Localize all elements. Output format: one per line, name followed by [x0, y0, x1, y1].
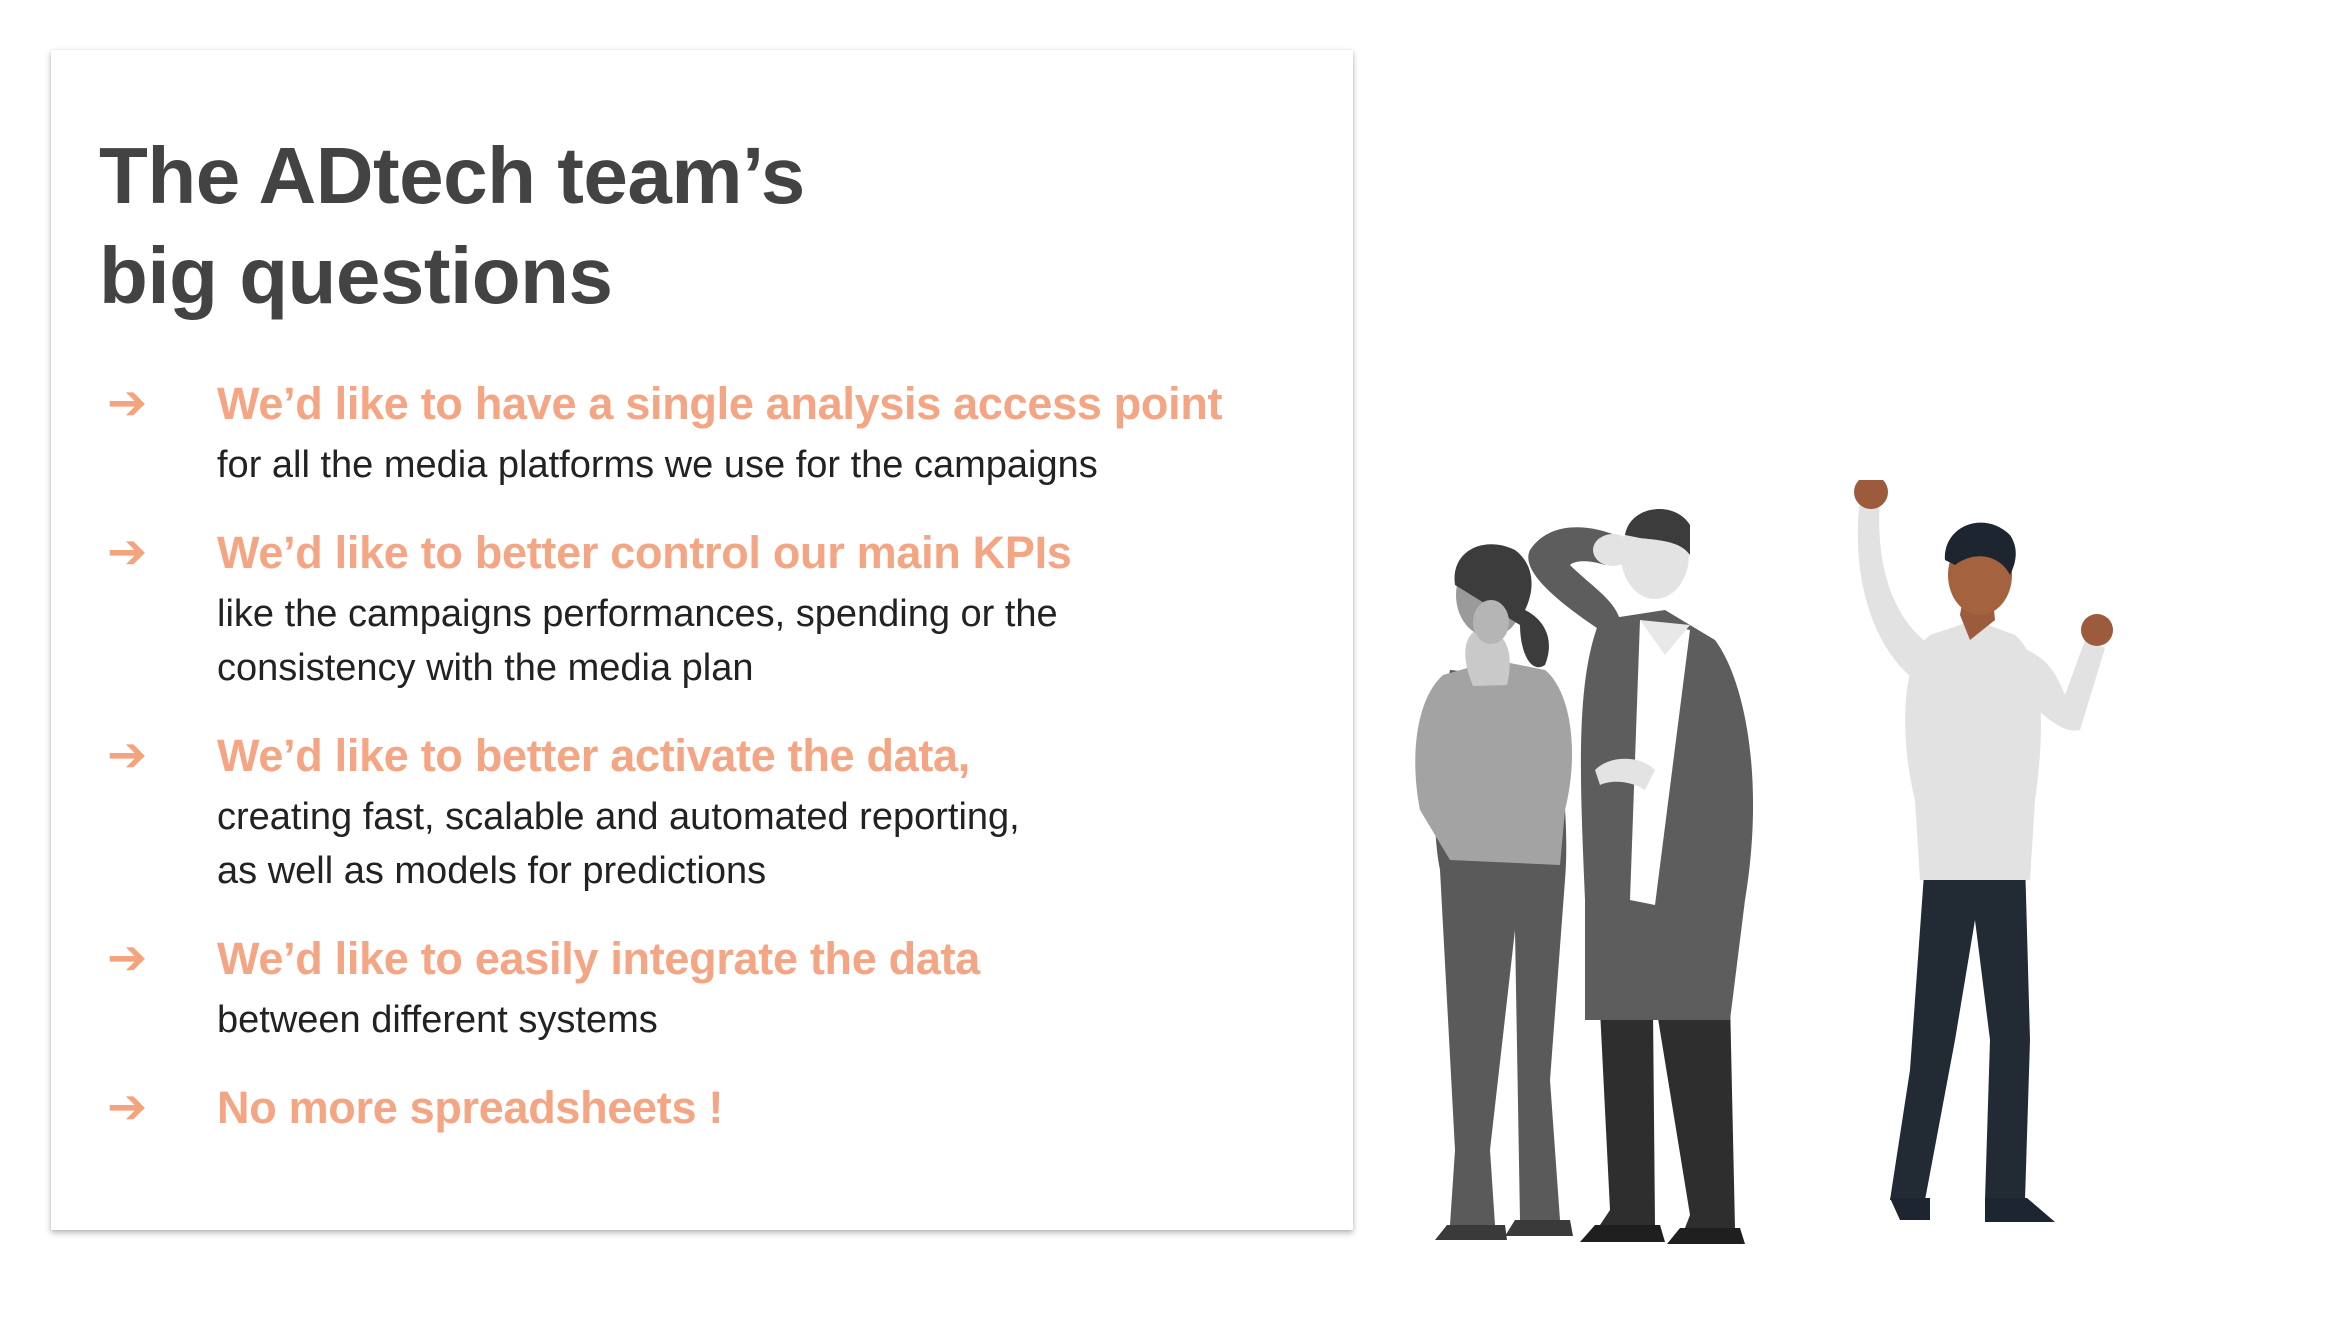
confused-man-figure: [1528, 508, 1754, 1244]
arrow-right-icon: ➔: [107, 526, 148, 579]
item-description-line: creating fast, scalable and automated re…: [217, 796, 1020, 838]
item-heading: We’d like to easily integrate the data: [217, 933, 981, 984]
item-description-line: consistency with the media plan: [217, 647, 754, 689]
item-description-line: like the campaigns performances, spendin…: [217, 593, 1058, 635]
item-heading: No more spreadsheets !: [217, 1082, 724, 1133]
slide-card: The ADtech team’s big questions ➔ We’d l…: [51, 50, 1353, 1230]
item-description-line: between different systems: [217, 999, 658, 1041]
arrow-right-icon: ➔: [107, 377, 148, 430]
item-heading: We’d like to better control our main KPI…: [217, 527, 1072, 578]
question-list: ➔ We’d like to have a single analysis ac…: [51, 50, 1353, 1230]
title-line-2: big questions: [99, 231, 613, 320]
item-description: like the campaigns performances, spendin…: [217, 587, 1058, 695]
item-description: for all the media platforms we use for t…: [217, 438, 1098, 492]
slide-title: The ADtech team’s big questions: [99, 126, 805, 326]
item-description-line: as well as models for predictions: [217, 850, 767, 892]
item-heading: We’d like to better activate the data,: [217, 730, 970, 781]
arrow-right-icon: ➔: [107, 1081, 148, 1134]
item-heading: We’d like to have a single analysis acce…: [217, 378, 1223, 429]
arrow-right-icon: ➔: [107, 932, 148, 985]
surprised-woman-figure: [1415, 544, 1573, 1240]
title-line-1: The ADtech team’s: [99, 131, 805, 220]
item-description: creating fast, scalable and automated re…: [217, 790, 1020, 898]
cheering-man-figure: [1854, 480, 2113, 1222]
people-illustration: [1415, 480, 2113, 1244]
item-description: between different systems: [217, 993, 658, 1047]
item-description-line: for all the media platforms we use for t…: [217, 444, 1098, 486]
arrow-right-icon: ➔: [107, 729, 148, 782]
